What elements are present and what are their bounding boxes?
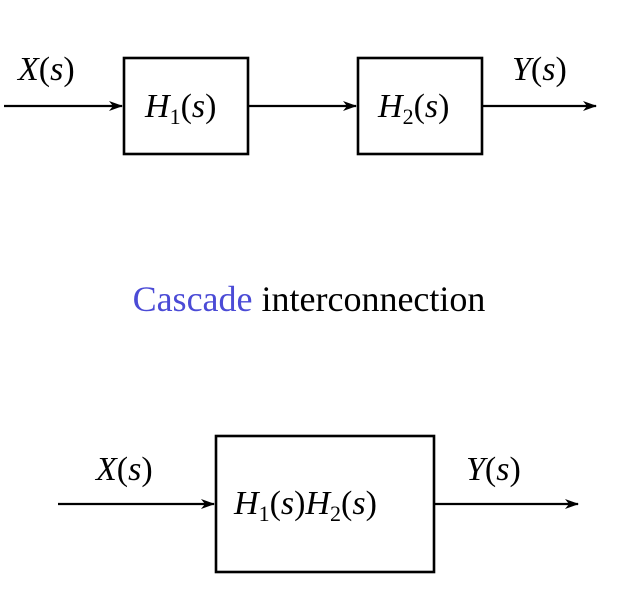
block-h2-label: H2(s) (377, 88, 449, 129)
block-h1h2-label: H1(s)H2(s) (233, 485, 377, 526)
caption-highlight: Cascade (132, 279, 253, 319)
caption-rest: interconnection (252, 279, 486, 319)
block-h1h2 (214, 434, 436, 574)
output-label-top: Y(s) (512, 51, 567, 88)
block-h2 (356, 56, 484, 156)
input-label-top: X(s) (16, 51, 75, 88)
output-label-bottom: Y(s) (466, 451, 521, 488)
input-label-bottom: X(s) (94, 451, 153, 488)
block-h1-label: H1(s) (144, 88, 216, 129)
caption: Cascade interconnection (0, 278, 618, 320)
